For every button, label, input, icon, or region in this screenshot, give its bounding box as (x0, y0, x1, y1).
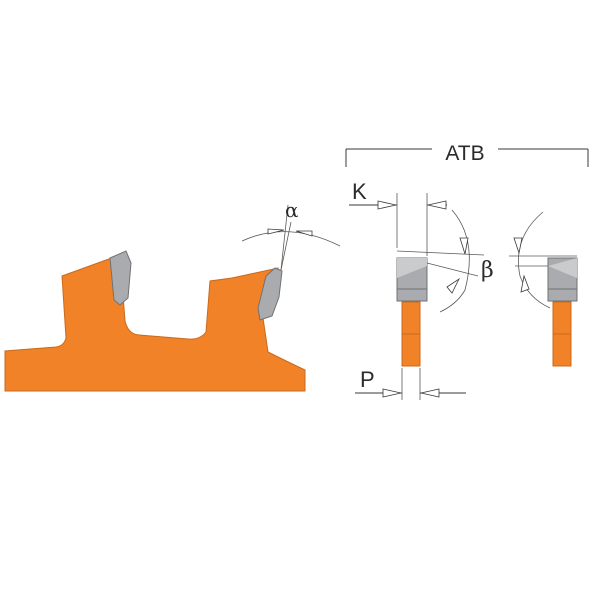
bevel-angle-label: β (481, 258, 494, 283)
kerf-dimension: K (349, 179, 447, 256)
hook-angle-label: α (285, 198, 299, 222)
plate-label: P (360, 367, 375, 392)
tooth-front-right (547, 257, 578, 367)
tooth-tip-2 (257, 267, 283, 321)
tooth-tip-1 (109, 250, 132, 306)
blade-side-view (4, 250, 306, 392)
plate-dimension: P (355, 367, 466, 400)
hook-angle-annotation: α (241, 198, 341, 271)
kerf-label: K (352, 179, 367, 204)
atb-bracket: ATB (345, 142, 589, 167)
tooth-front-left (396, 257, 428, 367)
bevel-angle-annotation: β (396, 209, 577, 313)
atb-label: ATB (445, 142, 484, 165)
blade-body (4, 254, 306, 392)
